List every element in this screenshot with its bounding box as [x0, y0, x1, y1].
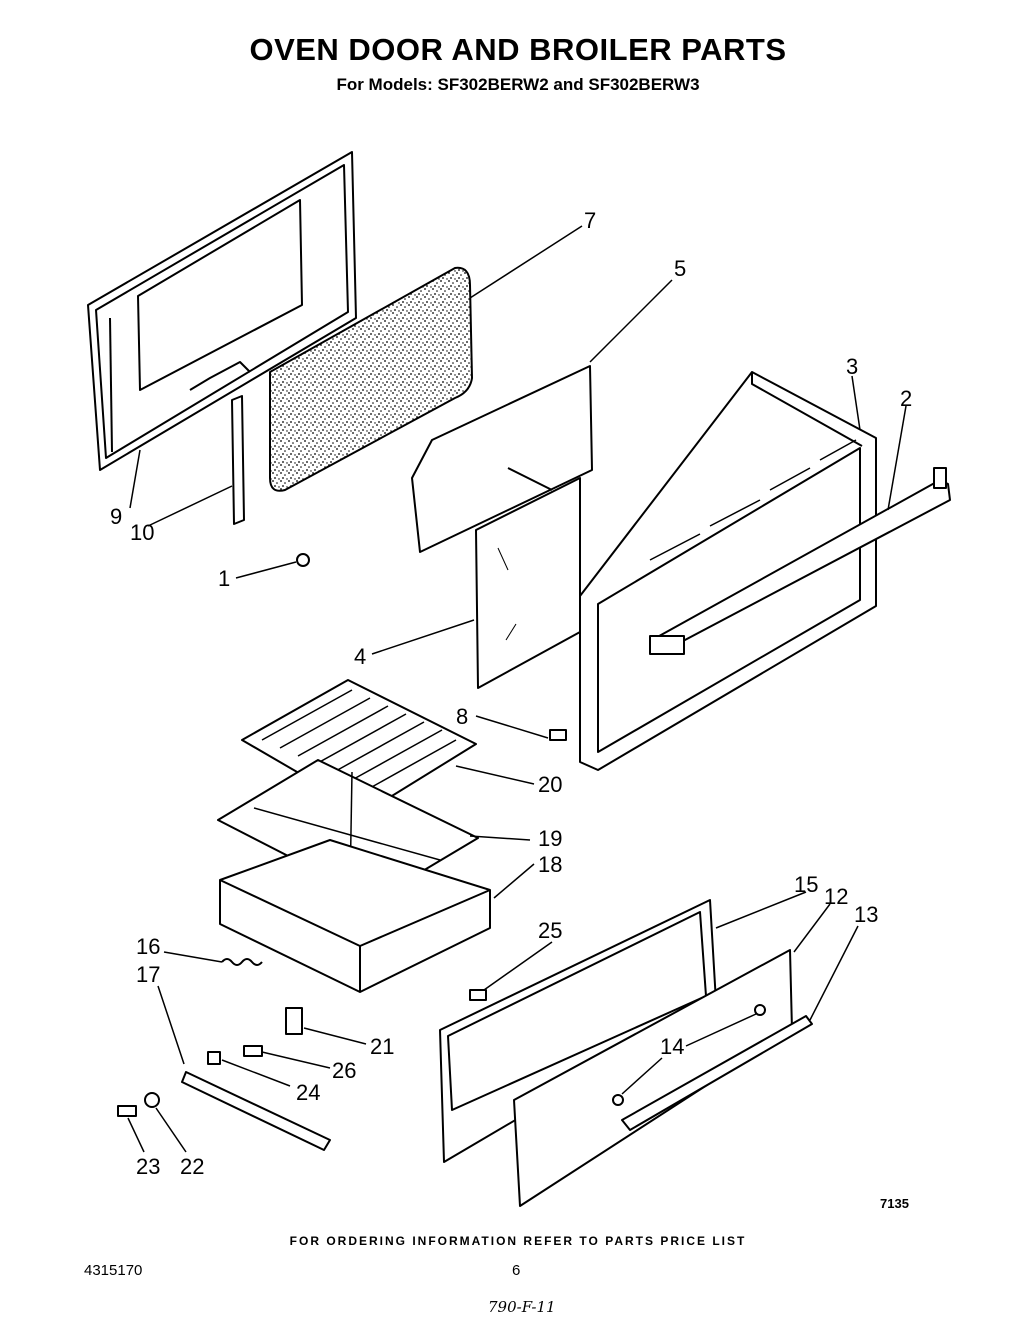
page-number: 6 — [512, 1262, 521, 1279]
broiler-clip — [469, 989, 487, 1001]
inner-door-panel — [87, 151, 357, 471]
document-number: 4315170 — [84, 1262, 143, 1279]
callout-23: 23 — [136, 1154, 160, 1179]
nut — [207, 1051, 221, 1065]
handle-fastener — [754, 1004, 766, 1016]
callout-20: 20 — [538, 772, 562, 797]
callout-16: 16 — [136, 934, 160, 959]
callout-26: 26 — [332, 1058, 356, 1083]
ordering-note: FOR ORDERING INFORMATION REFER TO PARTS … — [289, 1234, 747, 1248]
page-title: OVEN DOOR AND BROILER PARTS — [249, 32, 787, 67]
door-channel — [231, 395, 245, 525]
callout-7: 7 — [584, 208, 596, 233]
bolt — [243, 1045, 263, 1057]
callout-3: 3 — [846, 354, 858, 379]
broiler-rail — [181, 1071, 331, 1151]
handle-fastener — [612, 1094, 624, 1106]
handwritten-note: 790-F-11 — [488, 1298, 556, 1316]
callout-14: 14 — [660, 1034, 684, 1059]
callout-22: 22 — [180, 1154, 204, 1179]
broiler-grid — [241, 679, 477, 813]
callout-10: 10 — [130, 520, 154, 545]
figure-number: 7135 — [880, 1196, 909, 1211]
callout-1: 1 — [218, 566, 230, 591]
glass-shield — [411, 365, 593, 553]
callout-17: 17 — [136, 962, 160, 987]
callout-19: 19 — [538, 826, 562, 851]
broiler-drawer — [219, 839, 491, 993]
callout-5: 5 — [674, 256, 686, 281]
washer — [144, 1092, 160, 1108]
callout-15: 15 — [794, 872, 818, 897]
door-glass — [475, 477, 581, 689]
insulation-pad — [269, 266, 473, 492]
callout-4: 4 — [354, 644, 366, 669]
callout-21: 21 — [370, 1034, 394, 1059]
outer-door-frame — [579, 371, 877, 771]
callout-13: 13 — [854, 902, 878, 927]
callout-8: 8 — [456, 704, 468, 729]
screw — [296, 553, 310, 567]
broiler-spring — [221, 958, 263, 966]
screw-23 — [117, 1105, 137, 1117]
drawer-handle — [621, 1015, 813, 1131]
page-subtitle: For Models: SF302BERW2 and SF302BERW3 — [336, 75, 700, 94]
hinge-clip — [549, 729, 567, 741]
callout-9: 9 — [110, 504, 122, 529]
broiler-latch — [285, 1007, 303, 1035]
callout-2: 2 — [900, 386, 912, 411]
callout-25: 25 — [538, 918, 562, 943]
callout-18: 18 — [538, 852, 562, 877]
door-handle — [649, 467, 951, 655]
callout-12: 12 — [824, 884, 848, 909]
callout-24: 24 — [296, 1080, 320, 1105]
